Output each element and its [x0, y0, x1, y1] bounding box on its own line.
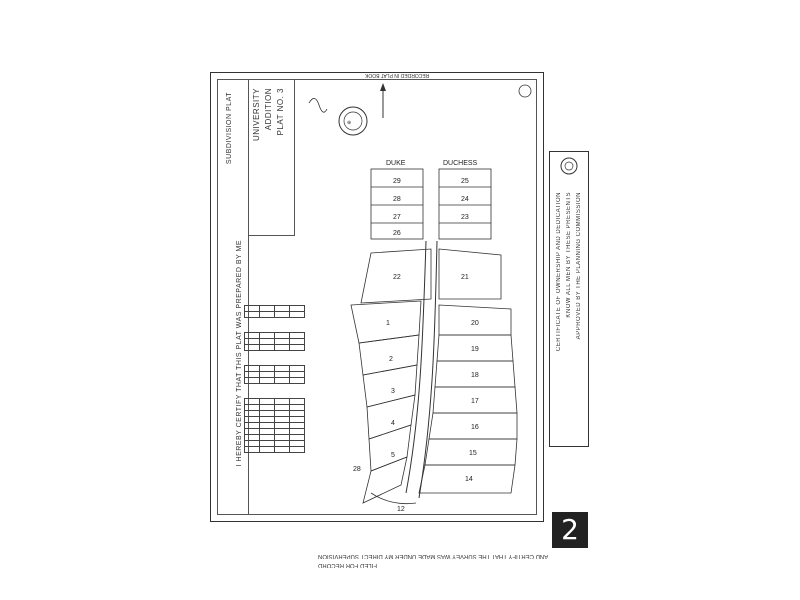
page-number-badge: 2 — [552, 512, 588, 548]
lot-bottom: 12 — [397, 506, 405, 513]
street-top-left: DUKE — [386, 160, 406, 167]
plat-drawing: ⊕ DUKE DUCHESS 29 28 27 26 25 24 23 — [308, 83, 532, 513]
lot-label: 1 — [386, 320, 390, 327]
certificate-card: CERTIFICATE OF OWNERSHIP AND DEDICATION … — [549, 151, 589, 447]
lot-label: 19 — [471, 346, 479, 353]
lot-label: 29 — [393, 178, 401, 185]
bottom-note-1: AND CERTIFY THAT THE SURVEY WAS MADE UND… — [318, 553, 549, 559]
certificate-line-3: APPROVED BY THE PLANNING COMMISSION — [576, 192, 582, 340]
upper-lots — [360, 168, 502, 304]
lot-label: 27 — [393, 214, 401, 221]
lot-label: 20 — [471, 320, 479, 327]
lot-label: 25 — [461, 178, 469, 185]
seal-mark: ⊕ — [347, 120, 351, 126]
signature-icon — [308, 98, 328, 113]
certificate-seal-icon — [560, 157, 578, 175]
lot-label: 2 — [389, 356, 393, 363]
top-note: RECORDED IN PLAT BOOK — [365, 72, 430, 78]
lot-bottom-left: 28 — [353, 466, 361, 473]
lot-label: 5 — [391, 452, 395, 459]
left-lots — [350, 300, 422, 504]
certificate-line-2: KNOW ALL MEN BY THESE PRESENTS — [566, 192, 572, 318]
seal-icon — [338, 106, 368, 136]
lot-label: 22 — [393, 274, 401, 281]
street-centerline — [405, 240, 427, 494]
lot-label: 4 — [391, 420, 395, 427]
lot-label: 15 — [469, 450, 477, 457]
lot-label: 26 — [393, 230, 401, 237]
lot-label: 28 — [393, 196, 401, 203]
bottom-note-2: FILED FOR RECORD — [318, 562, 378, 568]
right-lots — [418, 304, 518, 494]
lot-label: 23 — [461, 214, 469, 221]
lot-label: 17 — [471, 398, 479, 405]
north-compass-icon — [518, 84, 532, 98]
lot-label: 14 — [465, 476, 473, 483]
lot-label: 21 — [461, 274, 469, 281]
plat-sheet: SUBDIVISION PLAT I HEREBY CERTIFY THAT T… — [210, 72, 544, 522]
plat-inner-border: SUBDIVISION PLAT I HEREBY CERTIFY THAT T… — [217, 79, 537, 515]
lot-label: 24 — [461, 196, 469, 203]
lot-label: 18 — [471, 372, 479, 379]
left-margin-strip: SUBDIVISION PLAT I HEREBY CERTIFY THAT T… — [218, 80, 249, 514]
certificate-line-1: CERTIFICATE OF OWNERSHIP AND DEDICATION — [556, 192, 562, 352]
lot-label: 3 — [391, 388, 395, 395]
street-top: DUCHESS — [443, 160, 478, 167]
lot-label: 16 — [471, 424, 479, 431]
title-block: UNIVERSITY ADDITION PLAT NO. 3 — [248, 80, 295, 236]
